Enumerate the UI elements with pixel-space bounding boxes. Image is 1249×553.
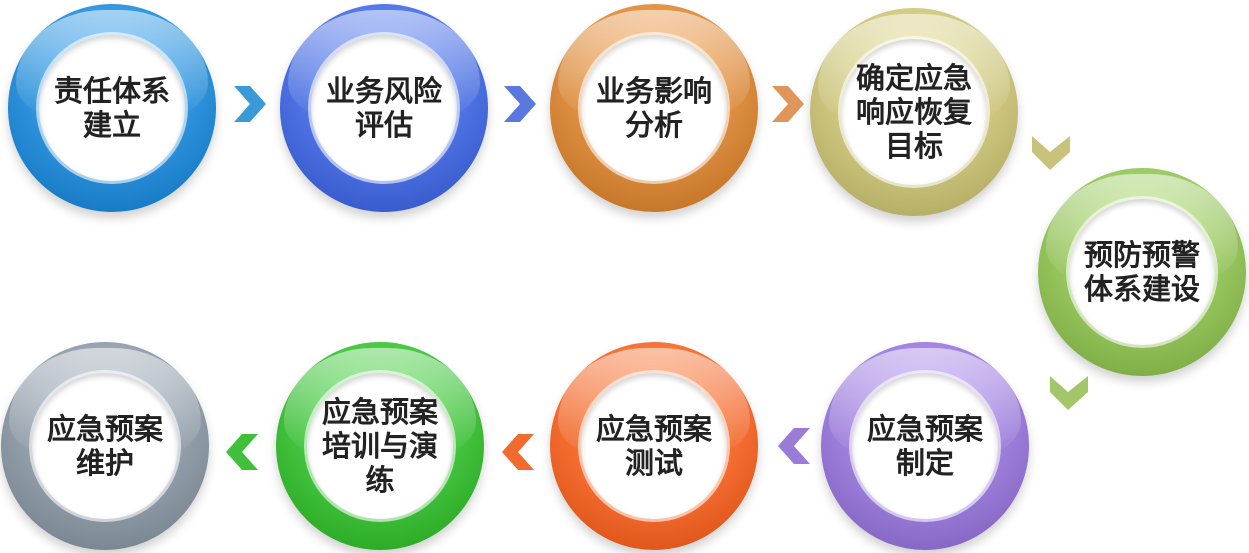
connector-shape	[778, 428, 810, 464]
connector-shape	[1032, 136, 1070, 170]
connector-shape	[226, 434, 258, 470]
step-node-7: 应急预案测试	[550, 342, 758, 550]
step-label: 业务影响分析	[595, 74, 712, 142]
step-label: 应急预案测试	[595, 412, 712, 480]
step-node-1: 责任体系建立	[8, 4, 216, 212]
chevron-left-icon	[502, 434, 534, 470]
chevron-down-icon	[1032, 136, 1070, 170]
chevron-left-icon	[778, 428, 810, 464]
chevron-right-icon	[772, 86, 804, 122]
connector-shape	[1050, 376, 1088, 410]
step-node-3: 业务影响分析	[550, 4, 758, 212]
step-node-6: 应急预案制定	[821, 342, 1029, 550]
step-node-5: 预防预警体系建设	[1038, 168, 1246, 376]
step-label: 应急预案制定	[866, 412, 983, 480]
chevron-down-icon	[1050, 376, 1088, 410]
step-label: 业务风险评估	[325, 74, 442, 142]
connector-shape	[504, 86, 536, 122]
step-label: 预防预警体系建设	[1083, 238, 1200, 306]
step-node-8: 应急预案培训与演练	[276, 342, 484, 550]
step-label: 责任体系建立	[53, 74, 170, 142]
chevron-left-icon	[226, 434, 258, 470]
step-node-2: 业务风险评估	[280, 4, 488, 212]
step-label: 确定应急响应恢复目标	[855, 61, 972, 163]
step-label: 应急预案培训与演练	[321, 395, 438, 497]
step-node-4: 确定应急响应恢复目标	[810, 8, 1018, 216]
chevron-right-icon	[234, 86, 266, 122]
connector-shape	[772, 86, 804, 122]
connector-shape	[502, 434, 534, 470]
connector-shape	[234, 86, 266, 122]
chevron-right-icon	[504, 86, 536, 122]
step-node-9: 应急预案维护	[1, 342, 209, 550]
step-label: 应急预案维护	[46, 412, 163, 480]
